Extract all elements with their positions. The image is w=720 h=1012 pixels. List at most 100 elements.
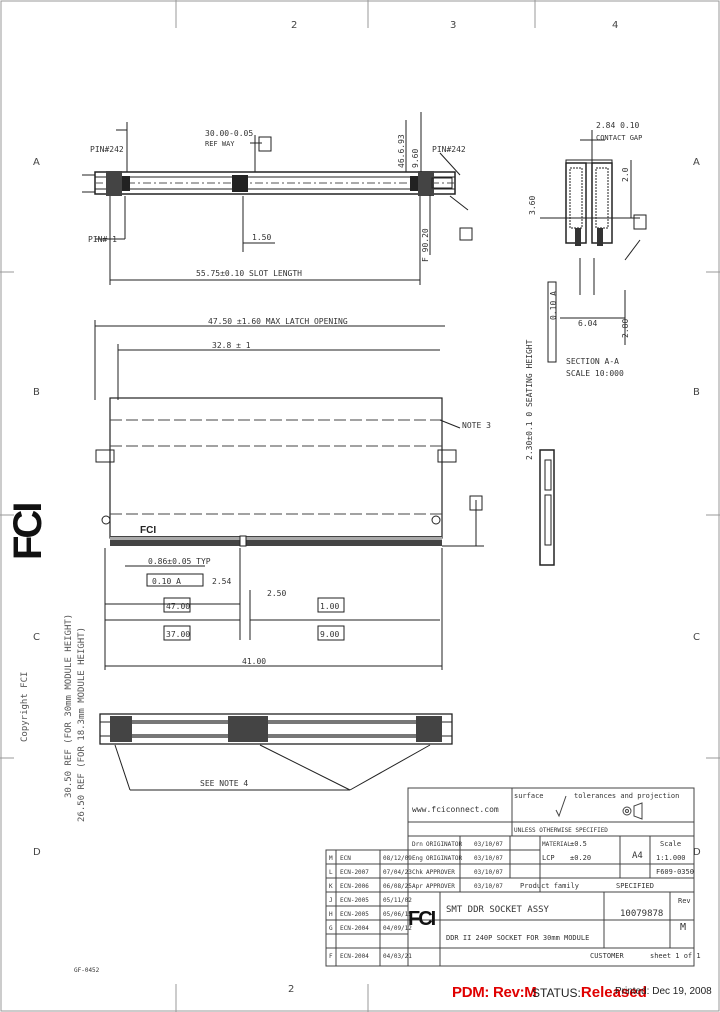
title-block-fci-logo: FCI bbox=[408, 908, 436, 930]
dim-latch-opening: 47.50 ±1.60 MAX LATCH OPENING bbox=[208, 317, 348, 326]
sig-name: APPROVER bbox=[426, 883, 455, 890]
corner-code: GF-0452 bbox=[74, 967, 100, 974]
product-family-val: SPECIFIED bbox=[616, 882, 654, 890]
rev-row-ecn: ECN-2006 bbox=[340, 883, 369, 890]
zone-left-b: B bbox=[33, 387, 40, 398]
dim-2-54: 2.54 bbox=[212, 577, 231, 586]
material-label: MATERIAL bbox=[542, 841, 571, 848]
dim-d: 9.00 bbox=[320, 630, 339, 639]
zone-left-d: D bbox=[33, 847, 41, 858]
contact-gap: CONTACT GAP bbox=[596, 134, 642, 142]
tolerances-label: tolerances and projection bbox=[574, 792, 679, 800]
zone-bottom-2: 2 bbox=[288, 984, 294, 995]
dim-46: 46.6.93 bbox=[397, 134, 406, 168]
zone-top-3: 3 bbox=[450, 20, 456, 31]
dim-1-50: 1.50 bbox=[252, 233, 271, 242]
note-see: SEE NOTE 4 bbox=[200, 779, 248, 788]
rev-row-letter: K bbox=[329, 883, 333, 890]
copyright-note: Copyright FCI bbox=[20, 671, 30, 742]
rev-row-ecn: ECN-2004 bbox=[340, 953, 369, 960]
tol-1: ±0.5 bbox=[570, 840, 587, 848]
signature-rows: Drn ORIGINATOR 03/10/07 Eng ORIGINATOR 0… bbox=[412, 841, 503, 890]
side-fci-logo: FCI bbox=[6, 504, 50, 560]
zone-left-a: A bbox=[33, 157, 40, 168]
front-view bbox=[94, 320, 484, 670]
zone-right-d: D bbox=[693, 847, 701, 858]
title-line-2: DDR II 240P SOCKET FOR 30mm MODULE bbox=[446, 934, 589, 942]
zone-right-c: C bbox=[693, 632, 700, 643]
dim-2-80: 2.80 bbox=[621, 319, 630, 338]
rev-row-ecn: ECN-2004 bbox=[340, 925, 369, 932]
dim-3-60: 3.60 bbox=[528, 196, 537, 215]
sig-date: 03/10/07 bbox=[474, 855, 503, 862]
dim-c: 1.00 bbox=[320, 602, 339, 611]
material: LCP bbox=[542, 854, 555, 862]
dim-b: 37.00 bbox=[166, 630, 190, 639]
form-number: F609-0350 bbox=[656, 868, 694, 876]
dim-top: 32.8 ± 1 bbox=[212, 341, 251, 350]
rev-row-date: 07/04/23 bbox=[383, 869, 412, 876]
rev-row-date: 08/12/09 bbox=[383, 855, 412, 862]
product-family-label: Product family bbox=[520, 882, 579, 890]
note-ref: NOTE 3 bbox=[462, 421, 491, 430]
sig-date: 03/10/07 bbox=[474, 883, 503, 890]
sig-date: 03/10/07 bbox=[474, 841, 503, 848]
rev-row-date: 06/08/25 bbox=[383, 883, 412, 890]
rev-row-letter: G bbox=[329, 925, 333, 932]
rev-row-date: 04/09/12 bbox=[383, 925, 412, 932]
sig-name: APPROVER bbox=[426, 869, 455, 876]
rev-row-ecn: ECN bbox=[340, 855, 351, 862]
sig-role: Eng bbox=[412, 855, 423, 862]
zone-top-4: 4 bbox=[612, 20, 618, 31]
title-block-lines bbox=[325, 787, 695, 967]
rev-row-letter: J bbox=[329, 897, 333, 904]
zone-right-b: B bbox=[693, 387, 700, 398]
rev-row-date: 05/11/02 bbox=[383, 897, 412, 904]
dim-9-60: 9.60 bbox=[411, 149, 420, 168]
rev-row-ecn: ECN-2005 bbox=[340, 897, 369, 904]
rev-row-date: 05/06/15 bbox=[383, 911, 412, 918]
pdm-revision: PDM: Rev:M bbox=[452, 984, 537, 1001]
bottom-view bbox=[99, 713, 453, 791]
rev-row-letter: L bbox=[329, 869, 333, 876]
dim-2-84: 2.84 0.10 bbox=[596, 121, 640, 130]
sheet-label: sheet 1 of 1 bbox=[650, 952, 701, 960]
sig-name: ORIGINATOR bbox=[426, 855, 463, 862]
top-view bbox=[82, 112, 473, 285]
pin1-label: PIN# 1 bbox=[88, 235, 117, 244]
section-note: SECTION A-A bbox=[566, 357, 619, 366]
status-line: STATUS:Released bbox=[532, 984, 647, 1001]
seating-height: 2.30±0.1 0 SEATING HEIGHT bbox=[525, 339, 534, 460]
status-value: Released bbox=[580, 984, 647, 1001]
pin242-label: PIN#242 bbox=[432, 145, 466, 154]
drawing-number: 10079878 bbox=[620, 909, 663, 919]
rev-value: M bbox=[680, 922, 686, 933]
zone-right-a: A bbox=[693, 157, 700, 168]
rev-row-letter: M bbox=[329, 855, 333, 862]
scale: 1:1.000 bbox=[656, 854, 686, 862]
unless-note: UNLESS OTHERWISE SPECIFIED bbox=[514, 827, 608, 834]
dim-0-86: 0.86±0.05 TYP bbox=[148, 557, 211, 566]
module-height-note-1: 30.50 REF (FOR 30mm MODULE HEIGHT) bbox=[64, 613, 74, 798]
sig-role: Drn bbox=[412, 841, 423, 848]
pin242-label-left: PIN#242 bbox=[90, 145, 124, 154]
scale-label: Scale bbox=[660, 840, 681, 848]
dim-2-50: 2.50 bbox=[267, 589, 286, 598]
rev-row-letter: F bbox=[329, 953, 333, 960]
rev-row-ecn: ECN-2005 bbox=[340, 911, 369, 918]
size: A4 bbox=[632, 851, 643, 861]
scale-note: SCALE 10:000 bbox=[566, 369, 624, 378]
ref-note: REF WAY bbox=[205, 140, 235, 148]
dim-total: 41.00 bbox=[242, 657, 266, 666]
rev-row-date: 04/03/21 bbox=[383, 953, 412, 960]
sig-role: Chk bbox=[412, 869, 423, 876]
projection-symbol-icon bbox=[622, 802, 643, 820]
dim-a: 47.00 bbox=[166, 602, 190, 611]
dim-slot-length: 55.75±0.10 SLOT LENGTH bbox=[196, 269, 302, 278]
zone-left-c: C bbox=[33, 632, 40, 643]
surface-symbol-icon bbox=[555, 795, 567, 818]
dim-ref: 30.00-0.05 bbox=[205, 129, 253, 138]
dim-gtol: 0.10 A bbox=[152, 577, 181, 586]
